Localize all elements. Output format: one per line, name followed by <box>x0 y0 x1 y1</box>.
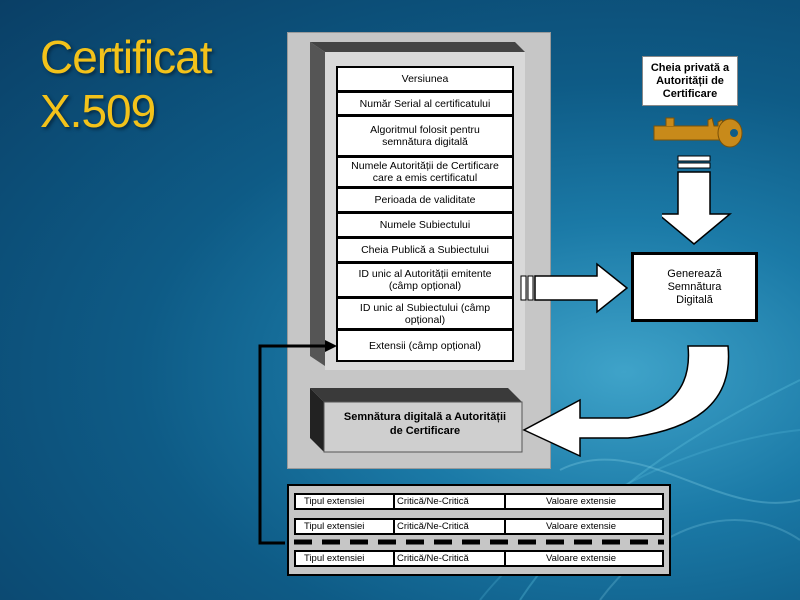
private-key-label: Cheia privată a Autorității de Certifica… <box>642 56 738 106</box>
title-line-2: X.509 <box>40 85 156 137</box>
field-validity-period: Perioada de validitate <box>336 187 514 213</box>
extension-type: Tipul extensiei <box>304 521 365 532</box>
extension-value: Valoare extensie <box>546 496 617 507</box>
generate-signature-box: Generează Semnătura Digitală <box>631 252 758 322</box>
field-subject-name: Numele Subiectului <box>336 212 514 238</box>
extension-type: Tipul extensiei <box>304 496 365 507</box>
field-serial-number: Număr Serial al certificatului <box>336 91 514 116</box>
curved-arrow-icon <box>522 345 730 458</box>
extension-row: Tipul extensiei Critică/Ne-Critică Valoa… <box>294 550 664 567</box>
field-issuer-unique-id: ID unic al Autorității emitente (câmp op… <box>336 262 514 298</box>
column-divider <box>393 520 395 533</box>
field-version: Versiunea <box>336 66 514 92</box>
field-issuer-name: Numele Autorității de Certificare care a… <box>336 156 514 188</box>
column-divider <box>504 495 506 508</box>
column-divider <box>504 520 506 533</box>
extension-row: Tipul extensiei Critică/Ne-Critică Valoa… <box>294 518 664 535</box>
arrow-right-icon <box>520 262 629 314</box>
extension-value: Valoare extensie <box>546 553 617 564</box>
field-extensions: Extensii (câmp opțional) <box>336 329 514 362</box>
extension-value: Valoare extensie <box>546 521 617 532</box>
field-subject-unique-id: ID unic al Subiectului (câmp opțional) <box>336 297 514 330</box>
arrow-down-icon <box>662 155 733 245</box>
extension-type: Tipul extensiei <box>304 553 365 564</box>
column-divider <box>504 552 506 565</box>
signature-3d-frame <box>310 388 523 453</box>
dashed-separator <box>294 539 664 545</box>
field-signature-algorithm: Algoritmul folosit pentru semnătura digi… <box>336 115 514 157</box>
extension-critical: Critică/Ne-Critică <box>397 553 469 564</box>
extension-critical: Critică/Ne-Critică <box>397 521 469 532</box>
column-divider <box>393 552 395 565</box>
signature-box-label: Semnătura digitală a Autorității de Cert… <box>343 411 507 437</box>
field-subject-public-key: Cheia Publică a Subiectului <box>336 237 514 263</box>
extensions-connector-line <box>258 340 337 545</box>
extension-critical: Critică/Ne-Critică <box>397 496 469 507</box>
key-icon <box>653 117 743 148</box>
column-divider <box>393 495 395 508</box>
extension-row: Tipul extensiei Critică/Ne-Critică Valoa… <box>294 493 664 510</box>
page-title: Certificat X.509 <box>40 30 212 138</box>
title-line-1: Certificat <box>40 31 212 83</box>
